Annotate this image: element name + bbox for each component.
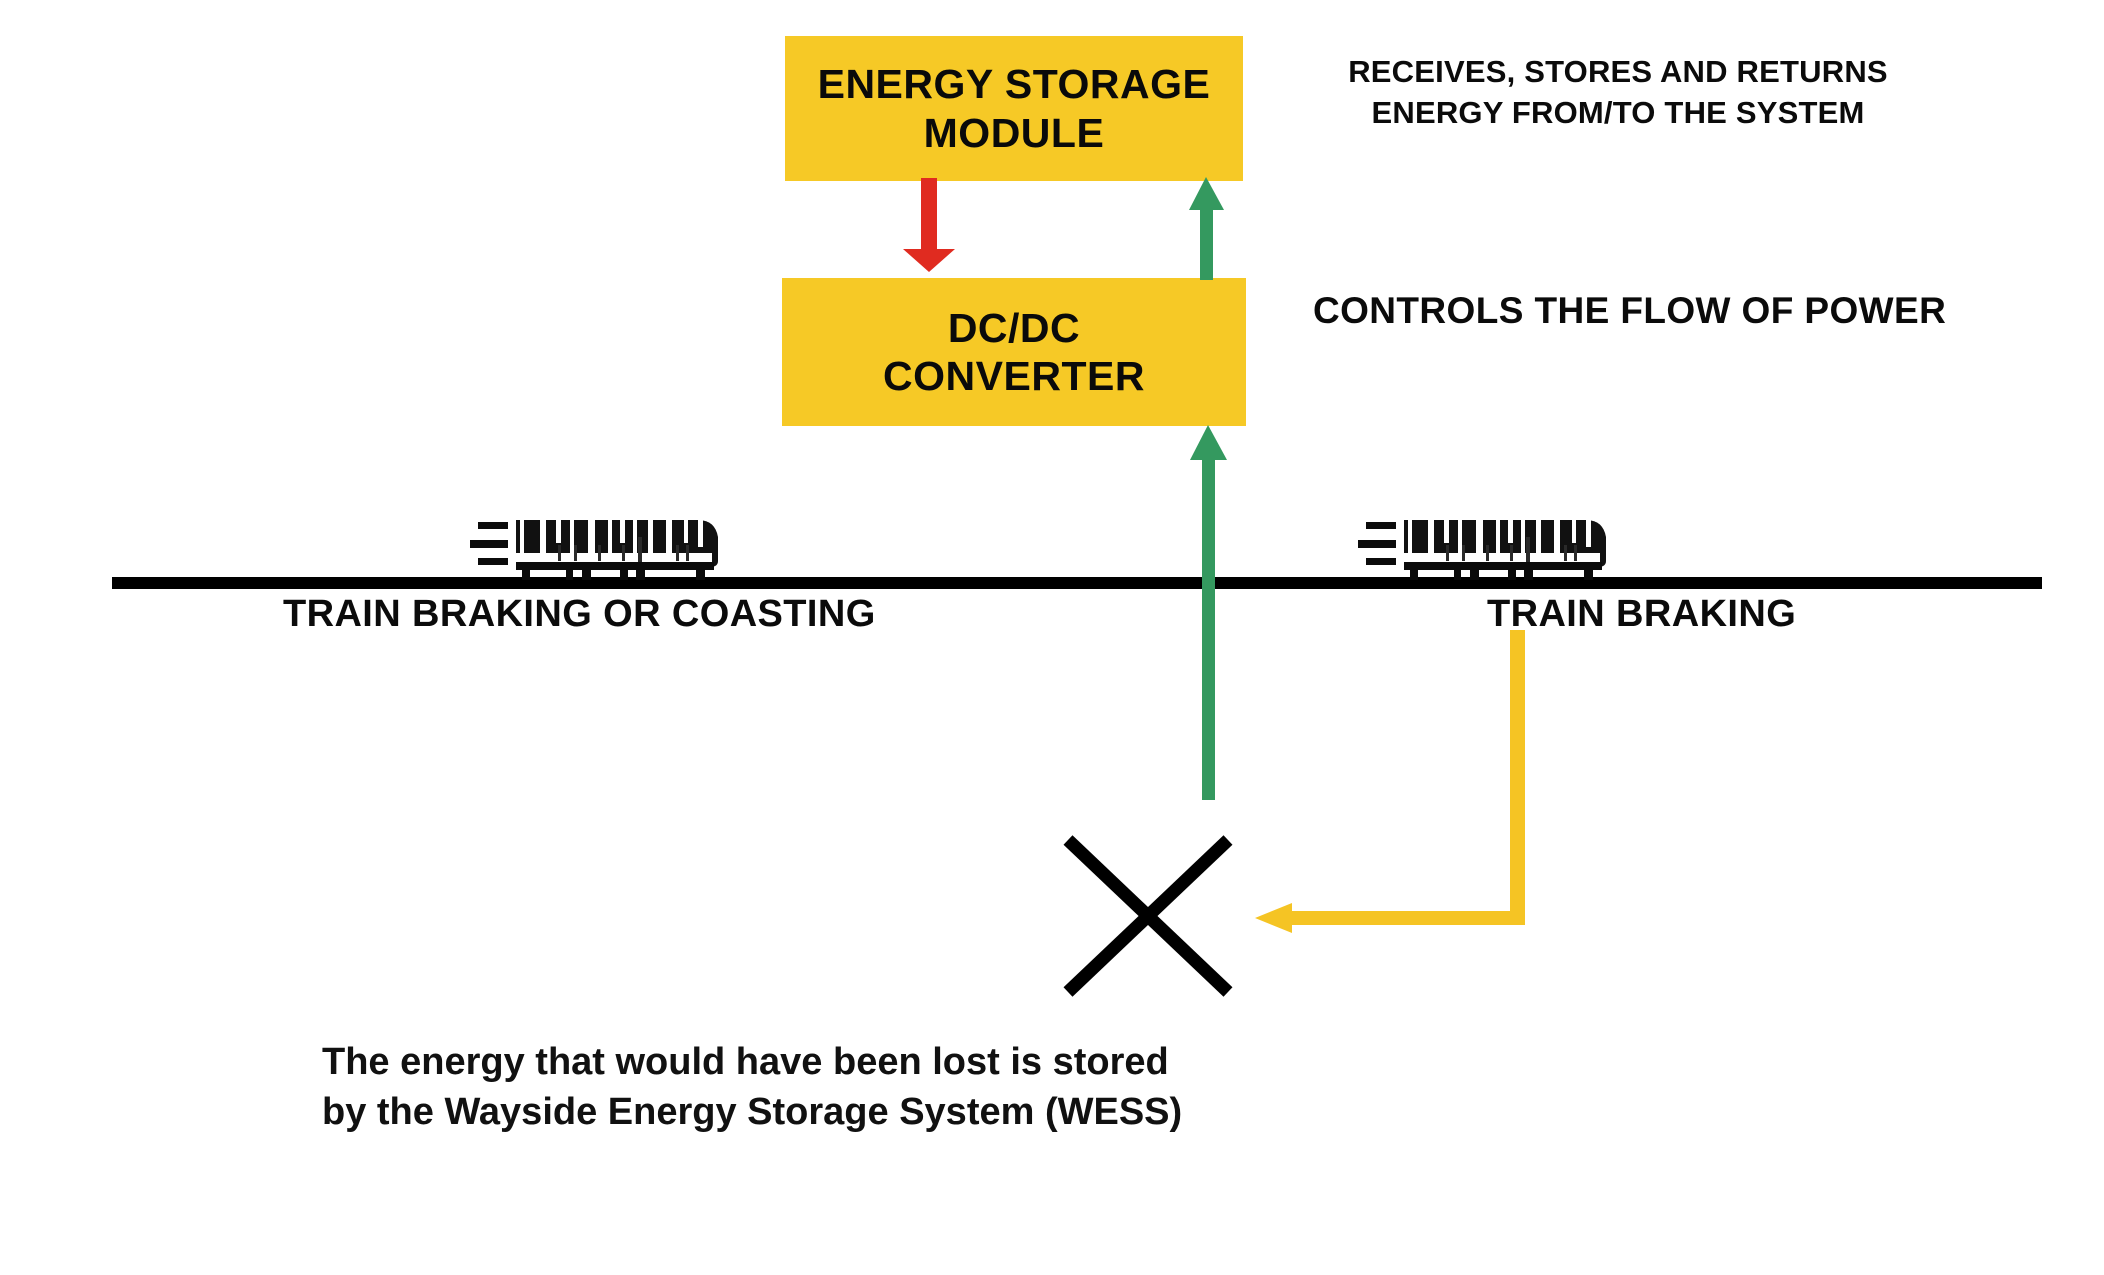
arrow-esm-to-dcdc-icon xyxy=(903,178,955,272)
arrow-track-to-dcdc-icon xyxy=(1190,425,1227,800)
energy-storage-module-block: ENERGY STORAGE MODULE xyxy=(785,36,1243,181)
energy-storage-module-label: ENERGY STORAGE MODULE xyxy=(817,61,1211,156)
arrow-dcdc-to-esm-icon xyxy=(1189,177,1224,280)
dcdc-converter-block: DC/DC CONVERTER xyxy=(782,278,1246,426)
arrow-braking-to-waste-icon xyxy=(1255,630,1525,933)
dcdc-converter-note: CONTROLS THE FLOW OF POWER xyxy=(1313,290,1947,331)
energy-storage-module-note: RECEIVES, STORES AND RETURNS ENERGY FROM… xyxy=(1348,54,1888,130)
wess-caption: The energy that would have been lost is … xyxy=(322,1041,1183,1134)
track-label-braking: TRAIN BRAKING xyxy=(1487,593,1797,635)
track-rail xyxy=(112,577,2042,589)
train-icon-left xyxy=(470,517,718,580)
energy-lost-x-icon xyxy=(1063,835,1233,997)
track-label-braking-or-coasting: TRAIN BRAKING OR COASTING xyxy=(283,593,876,635)
dcdc-converter-label: DC/DC CONVERTER xyxy=(883,304,1145,399)
train-icon-right xyxy=(1358,517,1606,580)
